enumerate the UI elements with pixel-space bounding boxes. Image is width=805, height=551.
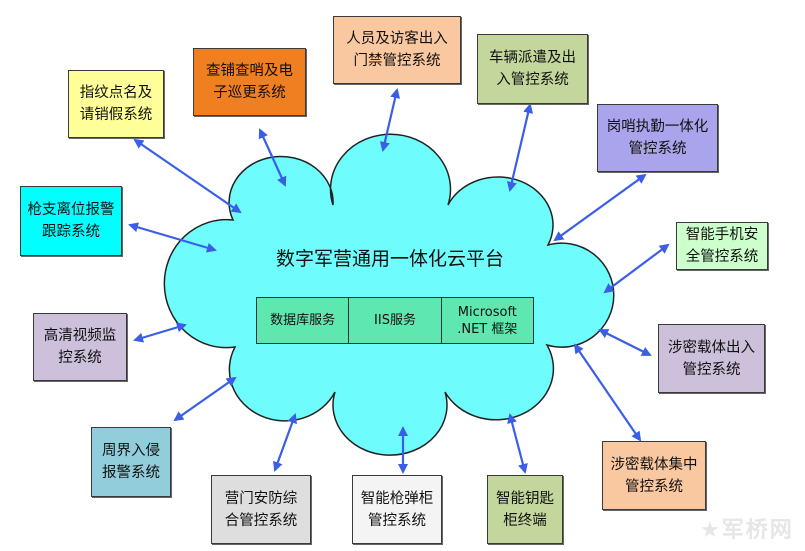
system-box-10: 周界入侵报警系统 [91, 427, 171, 497]
connector-arrow-8 [133, 322, 187, 343]
system-box-6: 枪支离位报警跟踪系统 [20, 186, 122, 256]
connector-arrow-1 [133, 138, 242, 214]
system-box-4: 车辆派遣及出入管控系统 [477, 34, 588, 104]
cloud-shape [163, 133, 615, 456]
connector-arrow-7 [603, 243, 670, 294]
connector-arrow-4 [506, 103, 534, 192]
connector-arrow-9 [598, 329, 652, 356]
connector-arrow-11 [273, 413, 297, 472]
component-dotnet: Microsoft .NET 框架 [457, 304, 518, 337]
system-box-11: 营门安防综合管控系统 [211, 475, 311, 544]
system-box-7: 智能手机安全管控系统 [676, 222, 768, 270]
connector-arrow-10 [173, 376, 237, 422]
system-box-8: 高清视频监控系统 [33, 313, 127, 381]
connector-arrow-2 [258, 128, 287, 187]
system-box-5: 岗哨执勤一体化管控系统 [597, 104, 718, 172]
system-box-13: 智能钥匙柜终端 [487, 475, 563, 544]
system-box-9: 涉密载体出入管控系统 [658, 324, 765, 393]
connector-arrow-6 [128, 222, 217, 253]
connector-arrow-5 [553, 173, 647, 242]
connector-arrow-14 [573, 343, 642, 442]
system-box-2: 查铺查哨及电子巡更系统 [193, 48, 306, 116]
watermark-logo: ★军桥网 [700, 518, 794, 543]
system-box-12: 智能枪弹柜管控系统 [352, 475, 442, 544]
system-box-1: 指纹点名及请销假系统 [68, 70, 164, 138]
system-box-3: 人员及访客出入门禁管控系统 [333, 16, 461, 84]
component-iis: IIS服务 [349, 298, 442, 343]
system-box-14: 涉密载体集中管控系统 [602, 441, 706, 510]
component-database: 数据库服务 [257, 298, 350, 343]
platform-title: 数字军营通用一体化云平台 [275, 248, 504, 270]
connector-arrow-3 [379, 88, 401, 152]
connector-arrow-13 [507, 413, 528, 474]
platform-components: 数据库服务 IIS服务 Microsoft .NET 框架 [256, 297, 534, 344]
